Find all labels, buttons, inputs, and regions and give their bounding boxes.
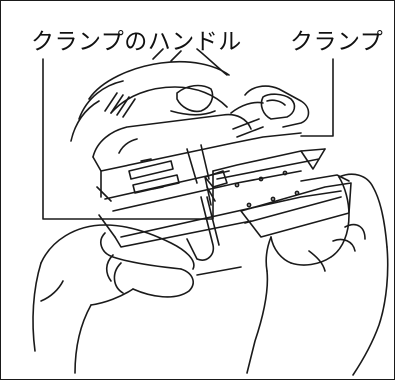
sander-base-housing (92, 113, 302, 212)
clamp-handle-leader-line (42, 58, 214, 220)
sandpaper-sheet (240, 174, 352, 238)
left-hand (32, 224, 195, 374)
clamp-handle-label: クランプのハンドル (31, 29, 242, 55)
sander-body (70, 48, 310, 142)
sander-platen (98, 148, 342, 261)
right-hand (246, 173, 389, 376)
clamp-leader-line (300, 58, 334, 137)
clamp-label: クランプ (290, 29, 384, 55)
work-surface (196, 266, 242, 276)
